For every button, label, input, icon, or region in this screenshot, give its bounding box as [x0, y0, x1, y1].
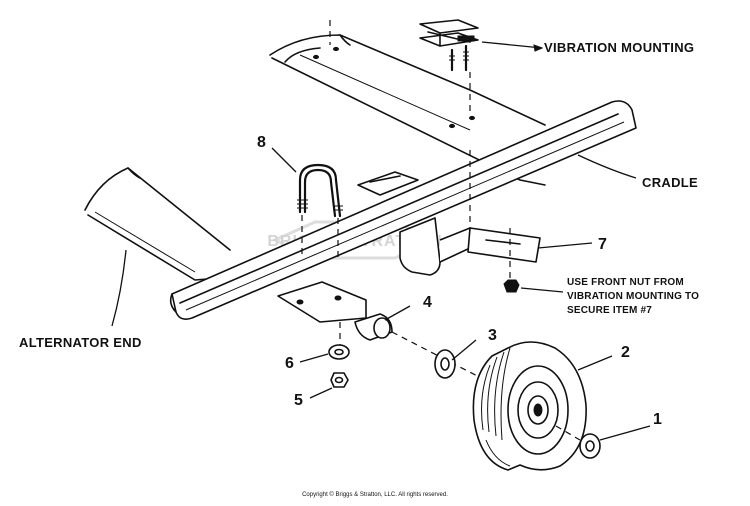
callout-8: 8	[257, 134, 266, 151]
rear-frame-rail	[269, 20, 546, 186]
callout-6: 6	[285, 355, 294, 372]
callout-4: 4	[423, 294, 432, 311]
copyright-text: Copyright © Briggs & Stratton, LLC. All …	[302, 491, 448, 498]
cradle-label: CRADLE	[642, 175, 698, 190]
callout-7: 7	[598, 236, 607, 253]
vibration-mounting	[419, 19, 544, 112]
center-bracket	[357, 150, 541, 280]
axle-plate-item-4	[277, 281, 521, 399]
front-frame-rail	[84, 167, 231, 281]
front-nut	[503, 279, 520, 293]
alternator-end-label: ALTERNATOR END	[19, 335, 142, 350]
flat-washer-item-3	[434, 349, 456, 379]
note-line-3: SECURE ITEM #7	[567, 305, 652, 316]
note-line-2: VIBRATION MOUNTING TO	[567, 291, 699, 302]
cradle-cross-member	[169, 100, 637, 320]
callout-2: 2	[621, 344, 630, 361]
callout-5: 5	[294, 392, 303, 409]
callout-3: 3	[488, 327, 497, 344]
callout-1: 1	[653, 411, 662, 428]
retainer-item-1	[555, 425, 601, 459]
u-bolt-item-8	[297, 163, 343, 260]
note-line-1: USE FRONT NUT FROM	[567, 277, 684, 288]
wheel-item-2	[472, 341, 587, 471]
washer-item-6	[328, 344, 350, 360]
leader-lines	[111, 147, 651, 441]
vibration-mounting-label: VIBRATION MOUNTING	[544, 40, 694, 55]
nut-item-5	[330, 372, 349, 388]
